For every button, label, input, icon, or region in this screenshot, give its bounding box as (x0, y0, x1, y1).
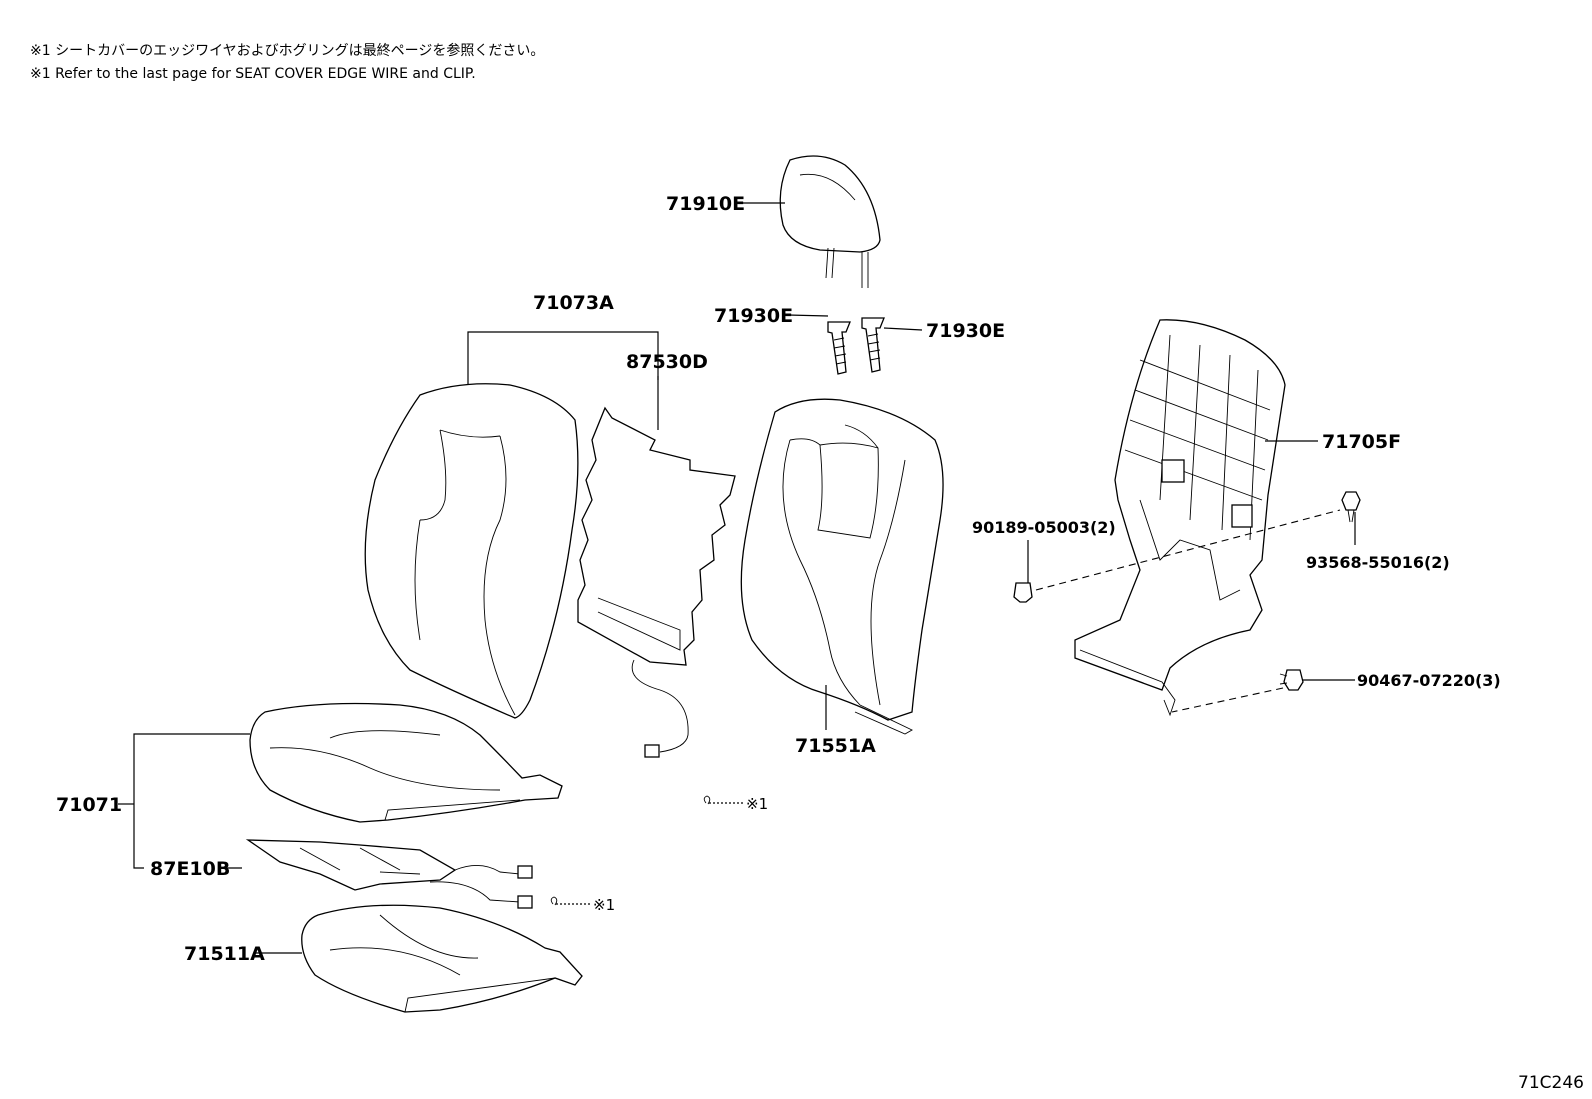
clip-ref-cushion: ※1 (550, 896, 615, 914)
label-90467-07220: 90467-07220(3) (1357, 671, 1501, 690)
label-90189-05003: 90189-05003(2) (972, 518, 1116, 537)
seat-back-heater (577, 406, 736, 758)
label-71511a: 71511A (184, 943, 265, 965)
label-71705f: 71705F (1322, 431, 1401, 453)
label-71930e-right: 71930E (926, 320, 1005, 342)
seat-cushion-pad (301, 904, 583, 1013)
label-87e10b: 87E10B (150, 858, 230, 880)
label-93568-55016: 93568-55016(2) (1306, 553, 1450, 572)
label-71551a: 71551A (795, 735, 876, 757)
label-71071: 71071 (56, 794, 122, 816)
bolt-90189 (1013, 582, 1033, 603)
headrest-support-right (861, 317, 885, 373)
headrest-part (779, 155, 881, 288)
note-english: ※1 Refer to the last page for SEAT COVER… (30, 66, 476, 82)
ref-mark-back: ※1 (746, 795, 768, 813)
headrest-support-left (827, 321, 851, 375)
note-japanese: ※1 シートカバーのエッジワイヤおよびホグリングは最終ページを参照ください。 (30, 43, 545, 59)
seat-cushion-cover (249, 702, 563, 823)
seat-back-frame (1074, 319, 1286, 717)
label-71910e: 71910E (666, 193, 745, 215)
bolt-93568 (1341, 491, 1361, 523)
ref-mark-cushion: ※1 (593, 896, 615, 914)
seat-back-pad (740, 398, 944, 735)
label-71930e-left: 71930E (714, 305, 793, 327)
figure-id: 71C246 (1518, 1073, 1584, 1093)
nut-90467 (1279, 669, 1304, 691)
label-71073a: 71073A (533, 292, 614, 314)
clip-ref-back: ※1 (703, 795, 768, 813)
label-87530d: 87530D (626, 351, 708, 373)
seat-back-cover (364, 383, 579, 719)
seat-cushion-heater (245, 839, 533, 909)
